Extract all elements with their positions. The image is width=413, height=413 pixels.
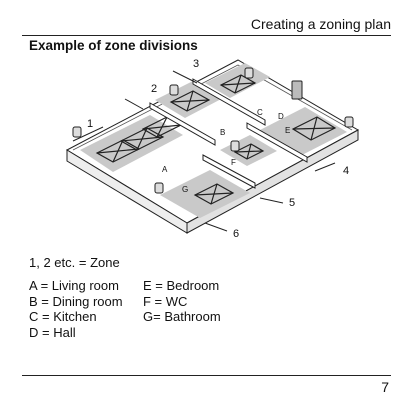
zone-number-6: 6: [233, 228, 239, 240]
wall-hall-bedroom: [246, 122, 308, 163]
legend-entry: G= Bathroom: [143, 309, 221, 325]
legend-entry: C = Kitchen: [29, 309, 97, 325]
room-legend-right-column: E = Bedroom F = WC G= Bathroom: [143, 278, 221, 325]
heating-loops: [95, 74, 337, 205]
loop-wc: [233, 143, 265, 160]
loop-kitchen: [219, 74, 257, 94]
wall-dining-kitchen: [192, 78, 266, 126]
thermostat-zone-3: [244, 67, 254, 79]
thermostats: [72, 67, 354, 194]
room-letter-f: F: [231, 158, 236, 167]
zone-number-4: 4: [343, 165, 349, 177]
legend-entry: B = Dining room: [29, 293, 123, 309]
room-letter-e: E: [285, 126, 290, 135]
room-letter-a: A: [162, 165, 168, 174]
wall-wc-bathroom: [202, 154, 256, 189]
header-rule: [22, 35, 391, 36]
footer-rule: [22, 375, 391, 376]
room-legend-left-column: A = Living room B = Dining room C = Kitc…: [29, 278, 123, 340]
divider-zone-6: [204, 222, 228, 232]
wall-living-dining: [149, 102, 216, 146]
floor-front-right-face: [186, 129, 359, 234]
divider-zone-1: [72, 126, 104, 142]
room-letter-labels: A B C D E F G: [162, 108, 290, 194]
thermostat-master: [291, 80, 303, 100]
legend-entry: F = WC: [143, 293, 188, 309]
header-title: Creating a zoning plan: [250, 16, 391, 32]
zone-area-bedroom: [260, 107, 347, 155]
section-heading: Example of zone divisions: [29, 38, 198, 53]
room-letter-c: C: [257, 108, 263, 117]
zone-divider-lines: [72, 70, 336, 232]
zone-number-5: 5: [289, 197, 295, 209]
zone-number-3: 3: [193, 58, 199, 70]
room-letter-g: G: [182, 185, 188, 194]
divider-zone-2: [124, 98, 144, 110]
loop-living-2: [119, 127, 165, 151]
thermostat-zone-4: [344, 116, 354, 128]
zone-number-1: 1: [87, 118, 93, 130]
floor-rim: [72, 64, 353, 151]
loop-bathroom: [193, 183, 235, 205]
thermostat-zone-6: [154, 182, 164, 194]
thermostat-zone-2: [169, 84, 179, 96]
divider-zone-3: [172, 70, 198, 84]
zone-definition: 1, 2 etc. = Zone: [29, 255, 120, 270]
legend-entry: D = Hall: [29, 324, 76, 340]
zone-area-wc: [220, 135, 277, 166]
room-letter-b: B: [220, 128, 225, 137]
loop-bedroom: [291, 116, 337, 141]
page-number: 7: [381, 379, 389, 395]
legend-entry: E = Bedroom: [143, 278, 220, 293]
room-letter-d: D: [278, 112, 284, 121]
divider-zone-5: [259, 197, 284, 204]
legend-entry: A = Living room: [29, 278, 119, 293]
divider-zone-4: [314, 162, 336, 172]
loop-dining: [169, 90, 211, 112]
thermostat-zone-5: [230, 140, 240, 152]
zone-division-diagram: 1 2 3 4 5 6 A B C D E F G: [65, 58, 360, 240]
interior-walls: [149, 78, 308, 189]
zone-number-2: 2: [151, 83, 157, 95]
zone-number-labels: 1 2 3 4 5 6: [87, 58, 349, 240]
thermostat-zone-1: [72, 126, 82, 138]
zone-area-kitchen: [205, 63, 270, 98]
